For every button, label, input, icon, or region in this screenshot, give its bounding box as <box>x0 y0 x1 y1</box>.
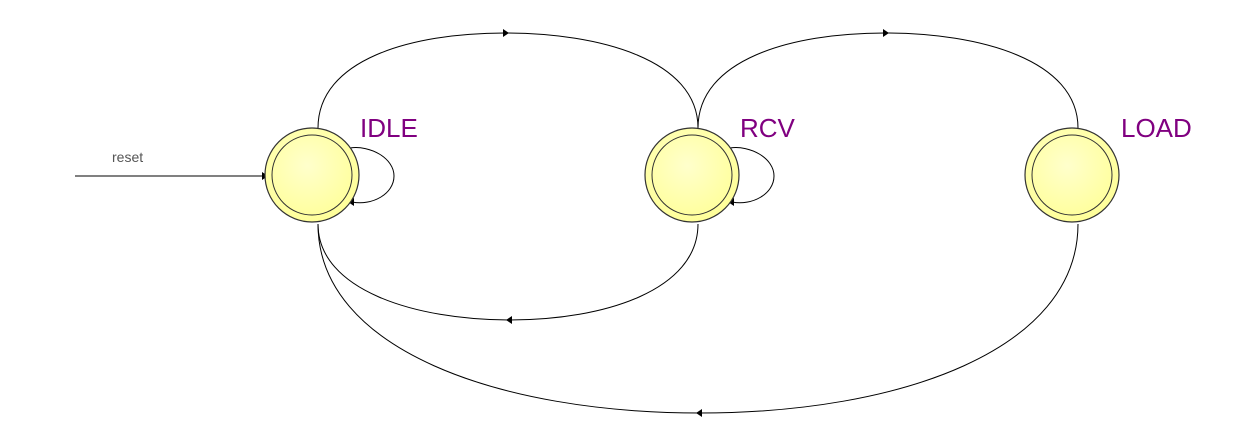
state-load-outer-circle <box>1024 127 1120 223</box>
state-idle-inner-circle <box>271 134 353 216</box>
arrowhead-rcv-to-idle <box>506 316 512 324</box>
transition-rcv-to-idle <box>317 223 699 321</box>
state-rcv[interactable] <box>644 127 740 223</box>
state-label-idle: IDLE <box>360 113 418 143</box>
state-label-load: LOAD <box>1121 113 1192 143</box>
self-loop-rcv <box>729 147 775 204</box>
state-rcv-outer-circle <box>644 127 740 223</box>
arrowhead-idle-to-rcv <box>503 29 509 37</box>
state-load-inner-circle <box>1031 134 1113 216</box>
state-load[interactable] <box>1024 127 1120 223</box>
state-label-rcv: RCV <box>740 113 796 143</box>
arrowhead-load-to-idle <box>696 409 702 417</box>
state-idle-outer-circle <box>264 127 360 223</box>
state-rcv-inner-circle <box>651 134 733 216</box>
reset-label: reset <box>112 149 143 165</box>
transition-load-to-idle <box>317 223 1079 414</box>
self-loop-idle <box>349 147 395 204</box>
state-idle[interactable] <box>264 127 360 223</box>
arrowhead-rcv-to-load <box>883 29 889 37</box>
